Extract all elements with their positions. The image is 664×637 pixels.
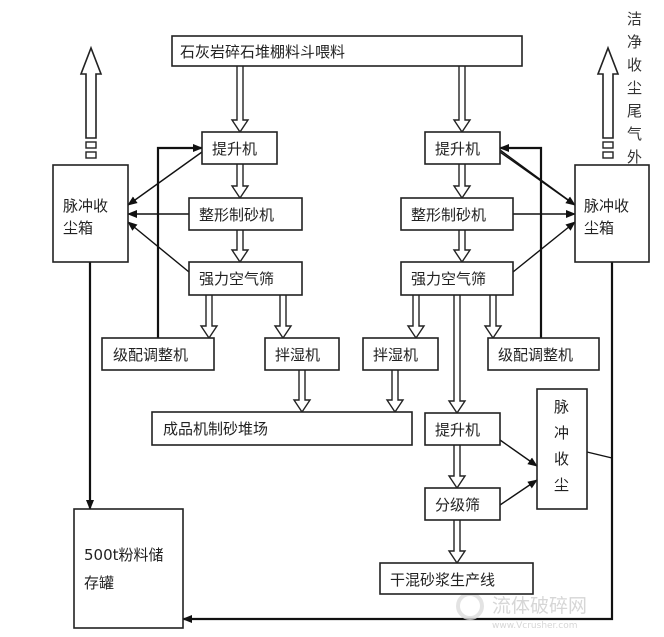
hollow-flow-arrow: [292, 370, 312, 414]
hollow-flow-arrow: [385, 370, 405, 414]
hollow-flow-arrow: [230, 230, 250, 264]
svg-text:成品机制砂堆场: 成品机制砂堆场: [163, 420, 268, 438]
svg-text:分级筛: 分级筛: [435, 496, 480, 514]
node-mixer-right: 拌湿机: [362, 337, 439, 371]
svg-text:尘箱: 尘箱: [63, 219, 93, 237]
svg-text:整形制砂机: 整形制砂机: [411, 206, 486, 224]
svg-text:尘: 尘: [627, 79, 642, 97]
svg-text:拌湿机: 拌湿机: [373, 346, 418, 364]
dust-flow-arrow: [182, 262, 614, 623]
node-feed: 石灰岩碎石堆棚料斗喂料: [171, 35, 523, 67]
hollow-flow-arrow: [230, 164, 250, 200]
svg-text:收: 收: [627, 56, 642, 74]
dust-flow-arrow: [512, 221, 576, 273]
svg-text:冲: 冲: [554, 424, 569, 442]
node-grading-left: 级配调整机: [101, 337, 215, 371]
svg-text:洁: 洁: [627, 10, 642, 28]
hollow-flow-arrow: [230, 66, 250, 134]
hollow-flow-arrow: [406, 295, 426, 340]
node-elevator-lower: 提升机: [424, 412, 501, 446]
svg-text:拌湿机: 拌湿机: [275, 346, 320, 364]
exhaust-pipe-segment: [602, 151, 614, 159]
dust-flow-arrow: [127, 151, 203, 206]
svg-text:强力空气筛: 强力空气筛: [199, 270, 274, 288]
svg-text:500t粉料储: 500t粉料储: [84, 546, 164, 564]
hollow-flow-arrow: [452, 164, 472, 200]
svg-text:外: 外: [627, 148, 642, 166]
node-grading-right: 级配调整机: [487, 337, 600, 371]
exhaust-pipe-segment: [85, 151, 97, 159]
exhaust-pipe-segment: [85, 141, 97, 149]
svg-text:存罐: 存罐: [84, 574, 114, 592]
svg-text:整形制砂机: 整形制砂机: [199, 206, 274, 224]
watermark-logo-icon: [456, 592, 484, 620]
dust-flow-arrow: [499, 479, 538, 506]
node-airscreen-left: 强力空气筛: [188, 261, 303, 296]
svg-text:干混砂浆生产线: 干混砂浆生产线: [390, 571, 495, 589]
svg-text:级配调整机: 级配调整机: [498, 346, 573, 364]
svg-text:级配调整机: 级配调整机: [113, 346, 188, 364]
watermark: 流体破碎网 www.Vcrusher.com: [456, 592, 587, 631]
hollow-flow-arrow: [447, 520, 467, 565]
exhaust-pipe-segment: [602, 141, 614, 149]
svg-text:尘: 尘: [554, 476, 569, 494]
svg-text:脉: 脉: [554, 398, 569, 416]
node-elevator-right: 提升机: [424, 131, 501, 165]
svg-text:净: 净: [627, 33, 642, 51]
exhaust-label: 洁 净 收 尘 尾 气 外: [627, 10, 642, 166]
svg-text:气: 气: [627, 125, 642, 143]
hollow-flow-arrow: [452, 66, 472, 134]
svg-text:尘箱: 尘箱: [584, 219, 614, 237]
hollow-flow-arrow: [447, 295, 467, 415]
node-classifier: 分级筛: [424, 487, 501, 521]
svg-text:提升机: 提升机: [435, 421, 480, 439]
hollow-flow-arrow: [199, 295, 219, 340]
node-airscreen-right: 强力空气筛: [400, 261, 514, 296]
node-elevator-left: 提升机: [201, 131, 278, 165]
node-stockyard: 成品机制砂堆场: [151, 411, 413, 446]
dust-flow-arrow: [499, 439, 538, 467]
node-dry-mortar-line: 干混砂浆生产线: [379, 562, 534, 595]
svg-text:收: 收: [554, 450, 569, 468]
exhaust-up-arrow-icon: [79, 45, 103, 139]
svg-text:强力空气筛: 强力空气筛: [411, 270, 486, 288]
node-mixer-left: 拌湿机: [264, 337, 340, 371]
dust-flow-arrow: [156, 144, 203, 338]
svg-text:脉冲收: 脉冲收: [584, 197, 629, 215]
watermark-url: www.Vcrusher.com: [492, 621, 578, 631]
exhaust-up-arrow-icon: [596, 45, 620, 139]
svg-text:石灰岩碎石堆棚料斗喂料: 石灰岩碎石堆棚料斗喂料: [180, 43, 345, 61]
hollow-flow-arrow: [447, 445, 467, 490]
svg-text:脉冲收: 脉冲收: [63, 197, 108, 215]
node-shaper-left: 整形制砂机: [188, 197, 303, 231]
svg-text:提升机: 提升机: [212, 140, 257, 158]
dust-flow-arrow: [499, 144, 543, 338]
watermark-cn: 流体破碎网: [492, 595, 587, 617]
svg-text:提升机: 提升机: [435, 140, 480, 158]
hollow-flow-arrow: [273, 295, 293, 340]
connector-line: [499, 149, 576, 206]
hollow-flow-arrow: [452, 230, 472, 264]
hollow-flow-arrow: [483, 295, 503, 340]
connector-line: [586, 451, 613, 459]
node-shaper-right: 整形制砂机: [400, 197, 514, 231]
svg-text:尾: 尾: [627, 102, 642, 120]
